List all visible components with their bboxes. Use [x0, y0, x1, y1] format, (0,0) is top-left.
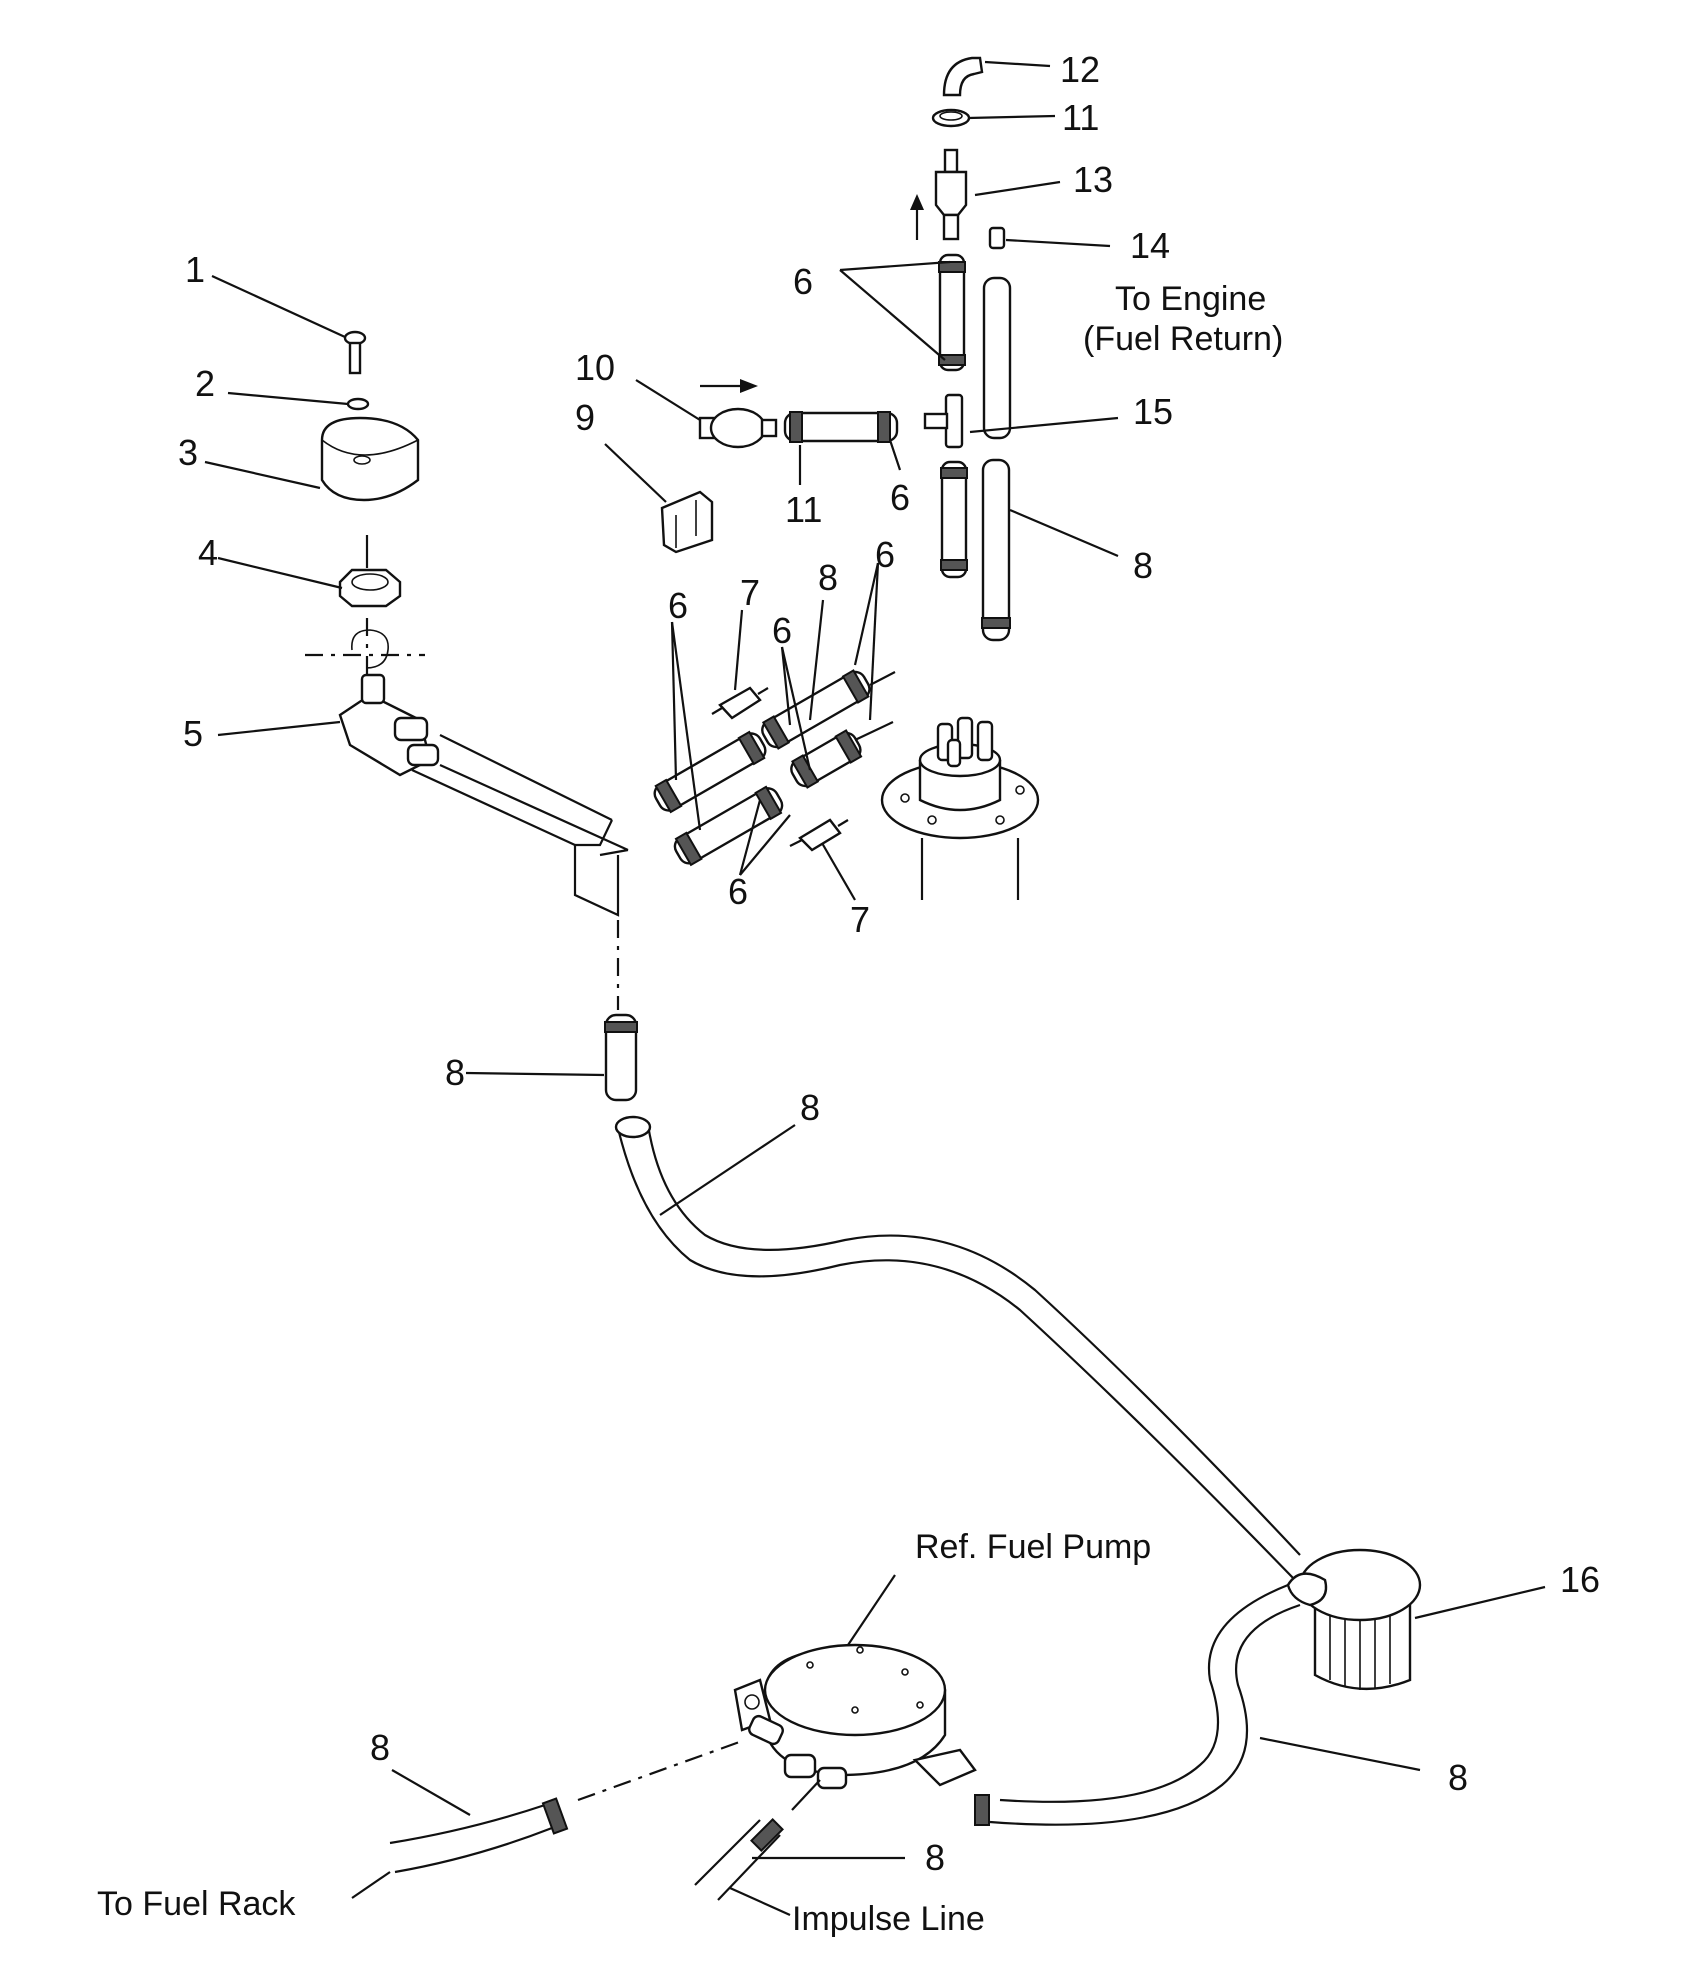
fuel-valve-5: [338, 673, 440, 777]
hose-horizontal-6: [783, 411, 899, 443]
callout-7-lower: 7: [850, 899, 870, 940]
callout-8-rack: 8: [370, 1727, 390, 1768]
nut-4: [338, 568, 402, 608]
valve-lines: [411, 734, 629, 917]
callout-labels: 1 2 3 4 5 12 11 13 14 6 10 9 15 11 6 8 6…: [178, 49, 1600, 1878]
callout-9: 9: [575, 397, 595, 438]
text-notes: To Engine (Fuel Return) Ref. Fuel Pump T…: [97, 280, 1283, 1938]
callout-6-center: 6: [772, 610, 792, 651]
callout-11-mid: 11: [785, 489, 822, 530]
callout-15: 15: [1133, 391, 1173, 432]
short-hose-8: [604, 1013, 638, 1102]
callout-6-right: 6: [875, 534, 895, 575]
callout-3: 3: [178, 432, 198, 473]
fuel-filter-16: [1286, 1548, 1422, 1691]
callout-6-bottom: 6: [728, 871, 748, 912]
callout-6-mid: 6: [890, 477, 910, 518]
callout-16: 16: [1560, 1559, 1600, 1600]
inline-filter-10: [698, 407, 778, 449]
hose-cluster: [653, 669, 896, 867]
flow-arrow-right: [700, 379, 758, 393]
cap-14: [988, 226, 1006, 250]
callout-10: 10: [575, 347, 615, 388]
note-fuel-return: (Fuel Return): [1083, 320, 1283, 358]
note-impulse-line: Impulse Line: [792, 1900, 985, 1938]
callout-12: 12: [1060, 49, 1100, 90]
callout-8-short: 8: [445, 1052, 465, 1093]
callout-1: 1: [185, 249, 205, 290]
knob-3: [320, 416, 420, 502]
fuel-rack-line: [389, 1738, 746, 1874]
note-to-engine: To Engine: [1115, 280, 1266, 318]
small-filter-7-upper: [711, 686, 769, 720]
callout-11-top: 11: [1062, 97, 1099, 138]
impulse-line-hose: [694, 1779, 821, 1901]
bracket-clip-9: [660, 490, 714, 554]
callout-5: 5: [183, 713, 203, 754]
elbow-fitting-12: [942, 56, 984, 97]
callout-6-top: 6: [793, 261, 813, 302]
callout-8-impulse: 8: [925, 1837, 945, 1878]
fuel-tank-sender: [880, 716, 1040, 900]
tee-fitting-15: [923, 393, 964, 449]
callout-8-main: 8: [800, 1087, 820, 1128]
callout-2: 2: [195, 363, 215, 404]
washer-2: [346, 397, 370, 411]
clamp-11-top: [931, 108, 971, 128]
callout-4: 4: [198, 532, 218, 573]
small-filter-7-lower: [789, 818, 849, 852]
callout-8-right: 8: [1133, 545, 1153, 586]
return-hose-8-tall: [982, 276, 1012, 440]
callout-6-left: 6: [668, 585, 688, 626]
flow-arrow-up: [910, 194, 924, 240]
callout-7-upper: 7: [740, 572, 760, 613]
note-ref-fuel-pump: Ref. Fuel Pump: [915, 1528, 1151, 1566]
callout-13: 13: [1073, 159, 1113, 200]
hose-lower-center: [940, 460, 968, 579]
callout-14: 14: [1130, 225, 1170, 266]
hose-6-upper: [938, 253, 966, 372]
note-to-fuel-rack: To Fuel Rack: [97, 1885, 296, 1923]
return-hose-8-lower: [981, 458, 1011, 642]
main-fuel-hose-8: [614, 1115, 1301, 1581]
filter-to-pump-hose: [974, 1583, 1301, 1826]
callout-8-cluster: 8: [818, 557, 838, 598]
leader-lines: [204, 60, 1546, 1917]
centerline: [305, 618, 425, 680]
check-valve-13: [934, 148, 968, 241]
screw-1: [343, 330, 367, 375]
callout-8-filter: 8: [1448, 1757, 1468, 1798]
fuel-pump: [733, 1643, 977, 1790]
